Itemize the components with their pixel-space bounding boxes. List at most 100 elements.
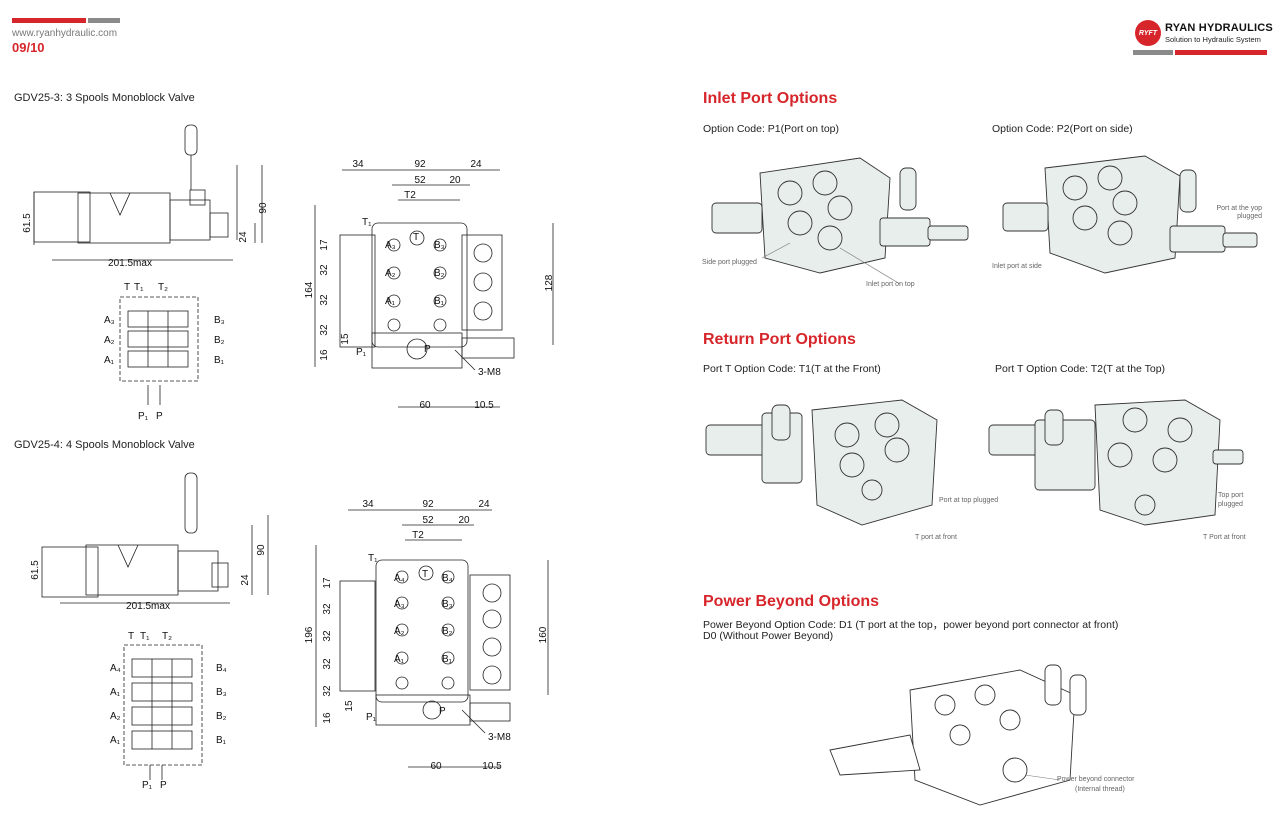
- callout-inlet-port-on-top: Inlet port on top: [866, 281, 915, 288]
- valve3-front-left-3: 32: [319, 324, 330, 336]
- valve4-sch-bottom-1: P: [160, 780, 167, 791]
- valve3-front-view: [314, 169, 554, 408]
- website-url[interactable]: www.ryanhydraulic.com: [12, 28, 118, 39]
- valve3-front-sub-0: 52: [414, 175, 426, 186]
- header-grey-bar-right: [1133, 50, 1173, 55]
- valve4-front-t2: T2: [412, 530, 424, 541]
- valve4-sch-right-1: B₃: [216, 687, 227, 698]
- callout-port-at-top-plugged: Port at top plugged: [939, 497, 999, 504]
- callout-internal-thread: (Internal thread): [1075, 786, 1125, 793]
- inlet-p1-illustration: [711, 157, 969, 285]
- valve4-front-p: P: [439, 706, 446, 717]
- valve4-side-h: 61.5: [30, 560, 41, 580]
- callout-t-port-front-2: T Port at front: [1203, 534, 1246, 541]
- valve3-sch-left-1: A₂: [104, 335, 115, 346]
- valve3-front-left-0: 17: [319, 239, 330, 251]
- valve4-front-b-1: B₃: [442, 599, 453, 610]
- valve3-front-sub-1: 20: [449, 175, 461, 186]
- valve3-front-left-5: 16: [319, 349, 330, 361]
- valve4-front-top-0: 34: [362, 499, 374, 510]
- power-section-title: Power Beyond Options: [703, 593, 880, 610]
- valve3-front-bottom-0: 60: [419, 400, 431, 411]
- callout-side-port-plugged: Side port plugged: [702, 259, 757, 266]
- valve4-front-left-1: 32: [322, 603, 333, 615]
- valve4-front-view: [315, 509, 549, 768]
- inlet-section-title: Inlet Port Options: [703, 90, 838, 107]
- valve4-side-view: [41, 472, 269, 604]
- valve3-sch-left-0: A₃: [104, 315, 115, 326]
- valve3-side-small: 24: [238, 231, 249, 243]
- valve4-front-left-5: 15: [344, 700, 355, 712]
- valve3-front-left-4: 15: [340, 333, 351, 345]
- valve4-front-bottom-1: 10.5: [482, 761, 502, 772]
- header-red-bar: [12, 18, 86, 23]
- valve3-sch-top-0: T: [124, 282, 130, 293]
- brand-name: RYAN HYDRAULICS: [1165, 22, 1273, 34]
- inlet-option-p2: Option Code: P2(Port on side): [992, 123, 1133, 135]
- valve4-front-a-3: A₁: [394, 654, 405, 665]
- valve4-front-top-2: 24: [478, 499, 490, 510]
- return-option-t1: Port T Option Code: T1(T at the Front): [703, 363, 881, 375]
- callout-top-port-plugged: Top port plugged: [1218, 492, 1244, 508]
- callout-power-beyond-connector: Power beyond connector: [1057, 776, 1135, 783]
- valve4-front-a-1: A₃: [394, 599, 405, 610]
- valve4-front-total: 196: [304, 626, 315, 643]
- valve3-schematic: [119, 296, 199, 405]
- valve3-sch-left-2: A₁: [104, 355, 115, 366]
- valve4-front-left-2: 32: [322, 630, 333, 642]
- valve4-front-left-0: 17: [322, 577, 333, 589]
- valve4-front-b-0: B₄: [442, 573, 453, 584]
- return-t2-illustration: [988, 399, 1244, 526]
- valve3-front-p: P: [424, 344, 431, 355]
- valve3-side-h: 61.5: [22, 213, 33, 233]
- valve4-front-left-6: 16: [322, 712, 333, 724]
- return-section-title: Return Port Options: [703, 331, 856, 348]
- valve4-front-left-4: 32: [322, 685, 333, 697]
- return-option-t2: Port T Option Code: T2(T at the Top): [995, 363, 1166, 375]
- valve4-sch-top-2: T₂: [162, 631, 172, 642]
- callout-inlet-port-side: Inlet port at side: [992, 263, 1042, 270]
- power-beyond-illustration: [829, 664, 1087, 806]
- valve4-front-b-3: B₁: [442, 654, 453, 665]
- valve4-front-sub-0: 52: [422, 515, 434, 526]
- valve3-drawing: 201.5max 61.5 90 24 T T₁ T₂ A₃ A₂ A₁ B₃ …: [22, 124, 555, 422]
- valve4-front-t1: T₁: [368, 553, 378, 564]
- valve4-front-top-1: 92: [422, 499, 434, 510]
- valve3-front-bottom-1: 10.5: [474, 400, 494, 411]
- valve4-front-thread: 3-M8: [488, 732, 511, 743]
- valve4-sch-bottom-0: P₁: [142, 780, 153, 791]
- valve3-sch-right-2: B₁: [214, 355, 225, 366]
- valve3-front-left-2: 32: [319, 294, 330, 306]
- valve4-sch-right-3: B₁: [216, 735, 227, 746]
- valve3-front-a-2: A₁: [385, 296, 396, 307]
- valve3-side-view: [33, 124, 263, 261]
- valve3-front-top-2: 24: [470, 159, 482, 170]
- valve4-sch-left-1: A₁: [110, 687, 121, 698]
- valve4-front-p1: P₁: [366, 712, 377, 723]
- valve4-sch-left-3: A₁: [110, 735, 121, 746]
- valve4-drawing: 201.5max 61.5 90 24 T T₁ T₂ A₄ A₁ A₂ A₁ …: [30, 472, 549, 791]
- valve4-sch-right-2: B₂: [216, 711, 227, 722]
- valve3-front-left-1: 32: [319, 264, 330, 276]
- valve4-sch-top-1: T₁: [140, 631, 150, 642]
- power-option-d1: Power Beyond Option Code: D1 (T port at …: [703, 619, 1119, 631]
- return-t1-illustration: [705, 399, 938, 526]
- valve3-sch-right-0: B₃: [214, 315, 225, 326]
- valve3-front-t: T: [413, 232, 419, 243]
- valve3-front-top-1: 92: [414, 159, 426, 170]
- valve3-front-t1: T₁: [362, 217, 372, 228]
- valve3-side-tall: 90: [258, 202, 269, 214]
- valve4-front-a-0: A₄: [394, 573, 405, 584]
- valve4-front-a-2: A₂: [394, 626, 405, 637]
- valve4-front-sub-1: 20: [458, 515, 470, 526]
- inlet-option-p1: Option Code: P1(Port on top): [703, 123, 839, 135]
- valve3-sch-bottom-1: P: [156, 411, 163, 422]
- valve4-front-t: T: [422, 569, 428, 580]
- brand-logo-text: RYFT: [1138, 29, 1158, 37]
- valve4-front-bottom-0: 60: [430, 761, 442, 772]
- callout-port-top-plugged: Port at the yop plugged: [1216, 205, 1262, 220]
- valve4-sch-top-0: T: [128, 631, 134, 642]
- valve3-front-b-0: B₃: [434, 240, 445, 251]
- brand-logo-icon: RYFT: [1135, 20, 1161, 46]
- valve3-front-t2: T2: [404, 190, 416, 201]
